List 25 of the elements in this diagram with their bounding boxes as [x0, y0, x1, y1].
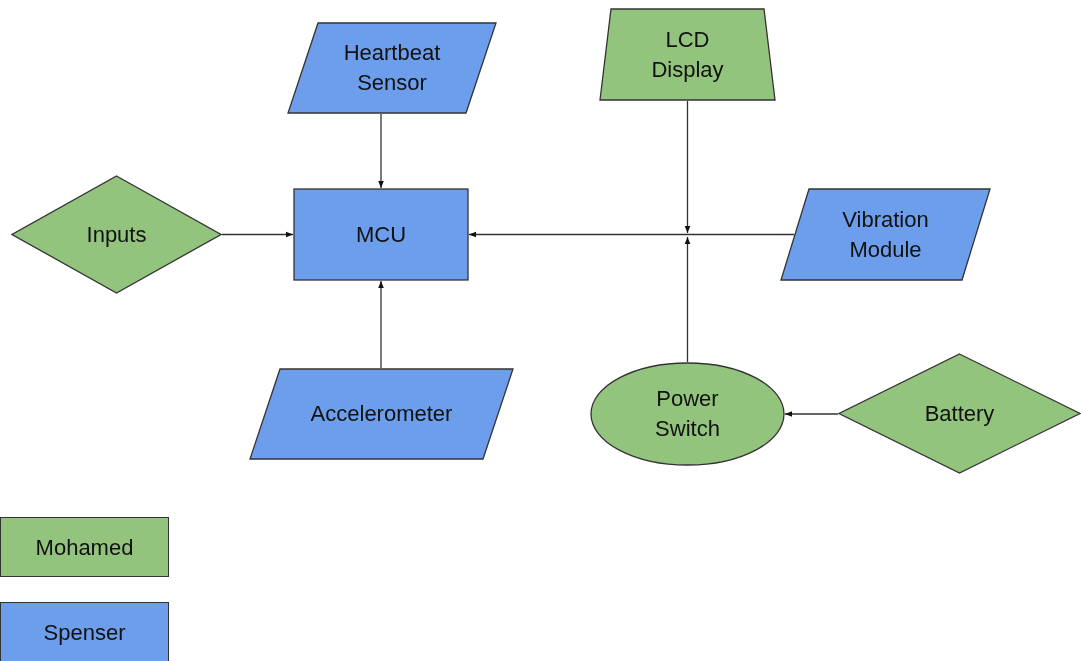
- node-label: Vibration Module: [841, 205, 930, 264]
- trapezoid-shape: [599, 8, 776, 101]
- decision-diamond: [11, 175, 222, 294]
- legend-label: Mohamed: [35, 533, 134, 562]
- ellipse-shape: [590, 362, 785, 466]
- parallelogram-shape: [780, 188, 991, 281]
- node-label: Inputs: [86, 220, 147, 249]
- legend-label: Spenser: [43, 618, 126, 647]
- arrow: [378, 280, 384, 369]
- decision-diamond: [838, 353, 1081, 474]
- node-label: Heartbeat Sensor: [342, 39, 442, 97]
- node-label: Battery: [924, 399, 995, 428]
- node-label: Power Switch: [654, 385, 721, 443]
- arrow: [684, 100, 691, 234]
- arrow: [684, 236, 691, 363]
- arrow: [378, 113, 384, 189]
- parallelogram-shape: [249, 368, 514, 460]
- arrow: [221, 231, 294, 238]
- arrow: [784, 411, 839, 417]
- node-label: LCD Display: [650, 25, 725, 84]
- node-label: MCU: [355, 220, 407, 249]
- arrow: [468, 231, 795, 238]
- node-label: Accelerometer: [310, 400, 453, 428]
- process-box: [293, 188, 469, 281]
- parallelogram-shape: [287, 22, 497, 114]
